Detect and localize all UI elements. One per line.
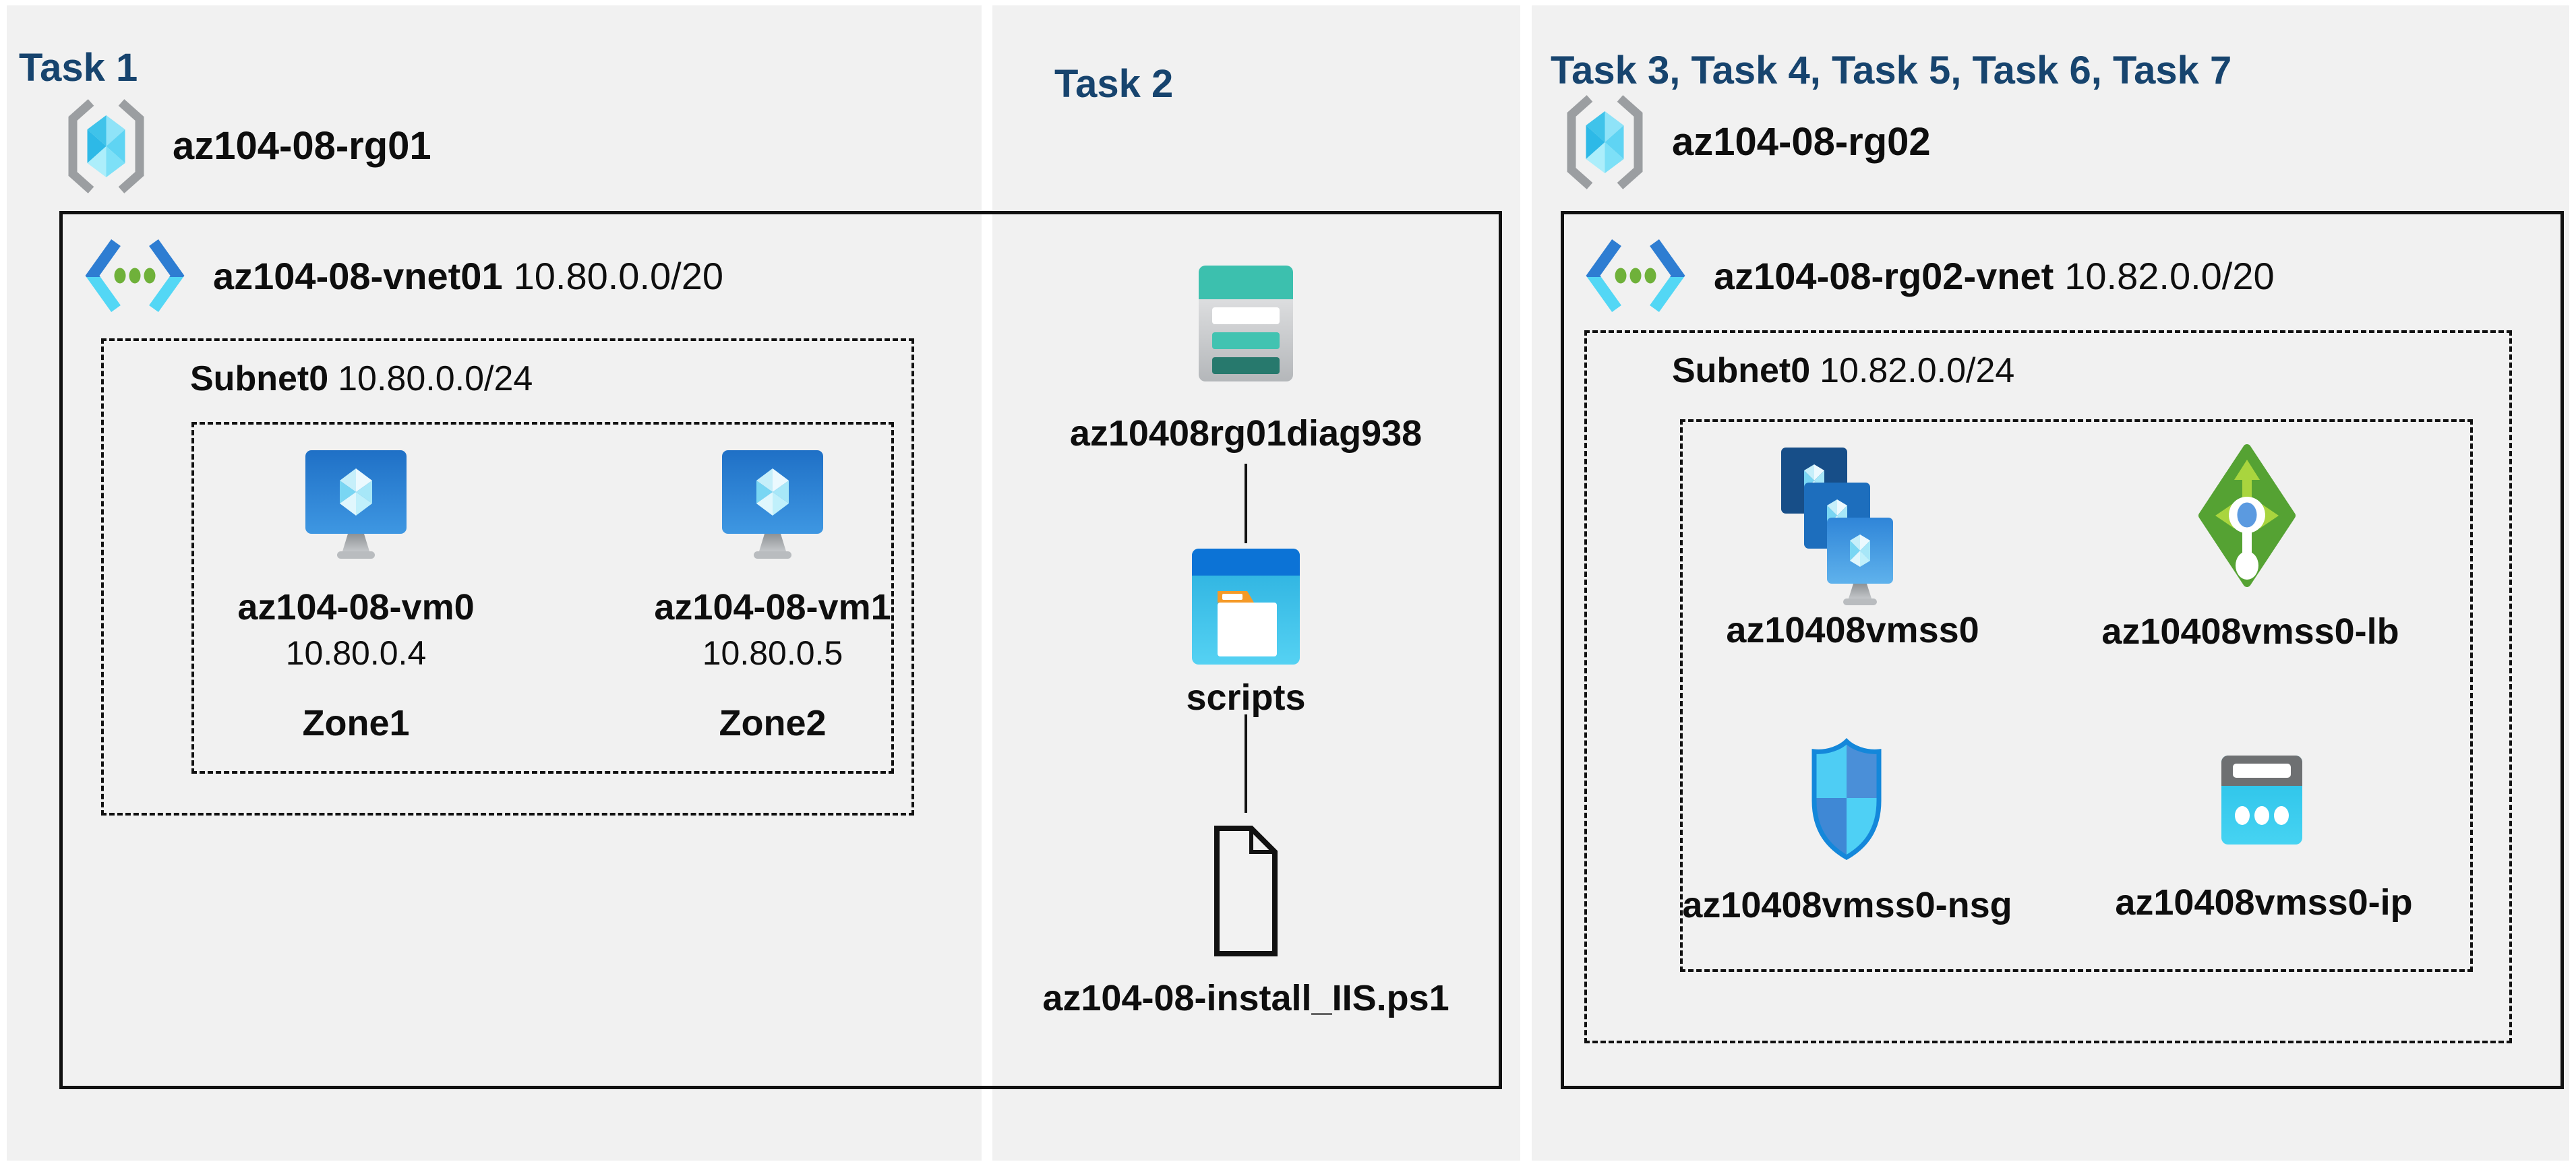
panel-task3-7 — [1532, 5, 2569, 1161]
panel-task1 — [7, 5, 982, 1161]
resource-group-icon — [1563, 94, 1647, 190]
vnet1-cidr: 10.80.0.0/20 — [513, 255, 723, 297]
virtual-machine-icon — [302, 448, 410, 561]
network-security-group-icon — [1809, 737, 1884, 861]
resource-group-icon — [64, 98, 148, 194]
vm0-zone: Zone1 — [302, 703, 410, 743]
public-ip-name: az10408vmss0-ip — [2115, 882, 2413, 923]
vm1-zone: Zone2 — [719, 703, 827, 743]
vnet1-name: az104-08-vnet01 — [213, 255, 503, 297]
public-ip-icon — [2219, 754, 2304, 847]
subnet1-boundary — [101, 338, 914, 816]
vm1-ip: 10.80.0.5 — [702, 634, 843, 672]
subnet2-cidr: 10.82.0.0/24 — [1820, 351, 2015, 390]
vm0-name: az104-08-vm0 — [237, 587, 475, 627]
resource-group-name: az104-08-rg01 — [173, 124, 431, 168]
container-name: scripts — [1186, 677, 1306, 718]
blob-container-icon — [1192, 549, 1300, 665]
storage-account-icon — [1199, 266, 1293, 381]
vmss-name: az10408vmss0 — [1726, 610, 1979, 650]
virtual-machine-icon — [719, 448, 827, 561]
subnet2-name: Subnet0 — [1672, 351, 1811, 390]
resource-group-name: az104-08-rg02 — [1672, 120, 1931, 164]
task2-title: Task 2 — [1054, 62, 1174, 106]
storage-account-name: az10408rg01diag938 — [1069, 413, 1422, 454]
subnet2-boundary — [1584, 330, 2512, 1043]
script-file-icon — [1214, 825, 1278, 957]
virtual-network-icon — [81, 236, 189, 315]
subnet1-cidr: 10.80.0.0/24 — [338, 359, 533, 398]
vnet2-cidr: 10.82.0.0/20 — [2064, 255, 2275, 297]
vnet2-name: az104-08-rg02-vnet — [1714, 255, 2054, 297]
vmss-group-boundary — [1680, 419, 2473, 972]
nsg-name: az10408vmss0-nsg — [1682, 885, 2012, 925]
vnet2-boundary — [1561, 211, 2564, 1089]
vm1-name: az104-08-vm1 — [654, 587, 891, 627]
vnet1-boundary — [59, 211, 1502, 1089]
load-balancer-name: az10408vmss0-lb — [2101, 611, 2399, 652]
connector-container-to-file — [1245, 714, 1247, 813]
virtual-network-icon — [1582, 236, 1689, 315]
script-file-name: az104-08-install_IIS.ps1 — [1042, 978, 1449, 1018]
task1-title: Task 1 — [19, 46, 138, 90]
vm-scale-set-icon — [1780, 446, 1921, 608]
vm0-ip: 10.80.0.4 — [285, 634, 427, 672]
subnet1-name: Subnet0 — [190, 359, 329, 398]
connector-storage-to-container — [1245, 464, 1247, 543]
task3-7-title: Task 3, Task 4, Task 5, Task 6, Task 7 — [1551, 49, 2232, 93]
vm-zone-group-boundary — [191, 422, 894, 774]
load-balancer-icon — [2198, 443, 2296, 588]
